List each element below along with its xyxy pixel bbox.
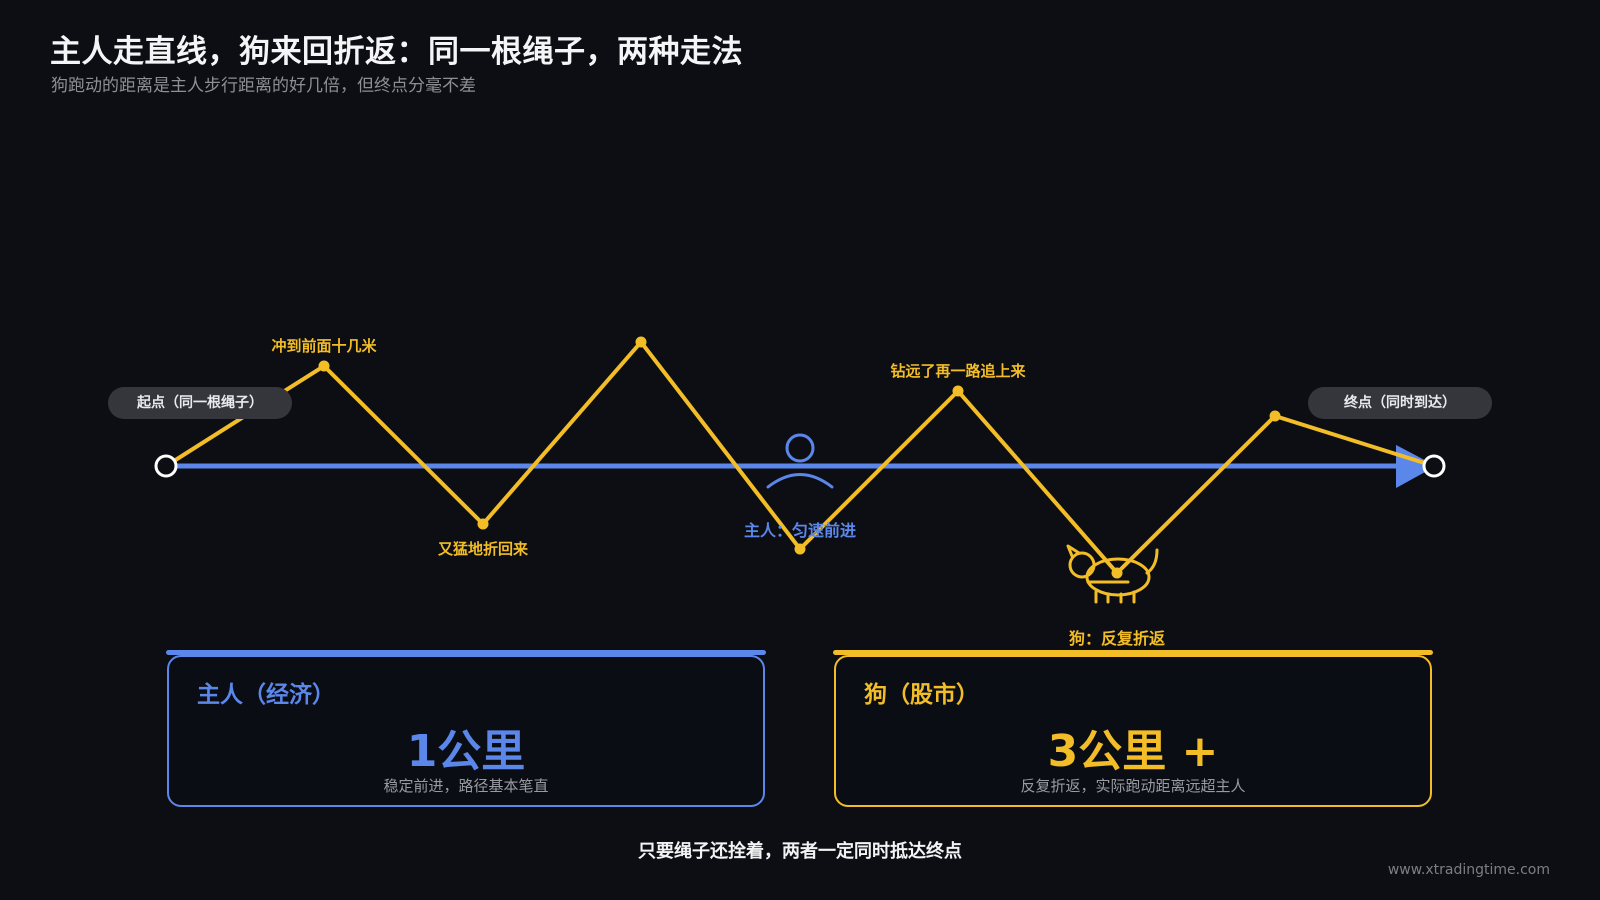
dog-card: 狗（股市） 3公里 + 反复折返，实际跑动距离远超主人: [834, 655, 1432, 807]
dog-path-label: 狗：反复折返: [1068, 629, 1166, 648]
owner-card-description: 稳定前进，路径基本笔直: [383, 777, 549, 795]
start-node: [154, 454, 178, 478]
dog-path-point: [318, 360, 330, 372]
annotation-chase-back: 钻远了再一路追上来: [890, 362, 1026, 380]
end-node: [1422, 454, 1446, 478]
owner-card-value: 1公里: [406, 726, 526, 777]
dog-path-point: [635, 336, 647, 348]
owner-card: 主人（经济） 1公里 稳定前进，路径基本笔直: [167, 655, 765, 807]
dog-path-point: [1269, 410, 1281, 422]
start-label: 起点（同一根绳子）: [108, 387, 292, 419]
conclusion-text: 只要绳子还拴着，两者一定同时抵达终点: [638, 841, 962, 862]
page-subtitle: 狗跑动的距离是主人步行距离的好几倍，但终点分毫不差: [51, 76, 476, 96]
owner-path-label: 主人：匀速前进: [743, 521, 857, 540]
dog-path-point: [1111, 567, 1123, 579]
dog-card-accent-bar: [833, 650, 1433, 655]
person-icon: [766, 433, 834, 489]
owner-card-label: 主人（经济）: [197, 682, 335, 708]
end-label: 终点（同时到达）: [1308, 387, 1492, 419]
dog-path-point: [952, 385, 964, 397]
dog-icon: [1066, 544, 1159, 604]
dog-card-label: 狗（股市）: [864, 682, 979, 708]
dog-path-point: [477, 518, 489, 530]
annotation-peak-forward: 冲到前面十几米: [271, 337, 377, 355]
page-title: 主人走直线，狗来回折返：同一根绳子，两种走法: [50, 34, 743, 70]
owner-card-accent-bar: [166, 650, 766, 655]
watermark: www.xtradingtime.com: [1387, 862, 1550, 878]
dog-path-point: [794, 543, 806, 555]
dog-card-description: 反复折返，实际跑动距离远超主人: [1020, 777, 1246, 795]
dog-card-value: 3公里 +: [1047, 726, 1219, 777]
annotation-turn-back: 又猛地折回来: [437, 540, 529, 558]
